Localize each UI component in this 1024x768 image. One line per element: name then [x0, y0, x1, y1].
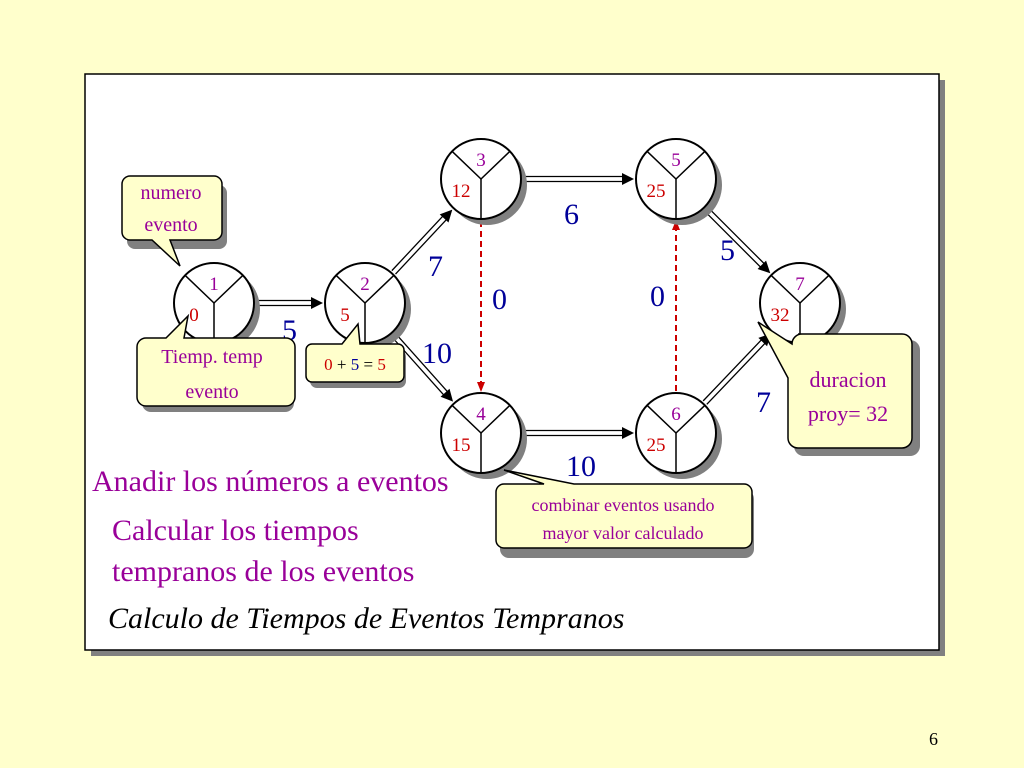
duration-4-6: 10 [566, 450, 596, 483]
arrow-1-2 [256, 297, 323, 309]
callout-numero-evento: numero evento [121, 175, 227, 267]
bullet-calcular-line1: Calcular los tiempos [112, 514, 359, 547]
calc-expression: 0 + 5 = 5 [324, 355, 386, 374]
event-number-2: 2 [360, 274, 370, 295]
calc-c: 5 [377, 355, 386, 374]
callout-duracion-line1: duracion [810, 367, 887, 392]
duration-dummy-6-5: 0 [650, 280, 665, 313]
arrow-2-3 [391, 209, 453, 275]
callout-combinar-line1: combinar eventos usando [532, 495, 715, 515]
arrow-3-5 [523, 173, 634, 185]
calc-b: 5 [351, 355, 360, 374]
callout-duracion-line2: proy= 32 [808, 401, 888, 426]
event-number-4: 4 [476, 404, 486, 425]
event-time-2: 5 [340, 305, 350, 326]
bullet-calcular-line2: tempranos de los eventos [112, 555, 415, 588]
event-number-7: 7 [795, 274, 805, 295]
event-node-6: 625 [635, 392, 722, 479]
duration-dummy-3-4: 0 [492, 283, 507, 316]
event-node-2: 25 [324, 262, 411, 349]
event-number-1: 1 [209, 274, 219, 295]
duration-5-7: 5 [720, 234, 735, 267]
calc-plus: + [337, 355, 347, 374]
event-time-1: 0 [189, 305, 199, 326]
duration-labels: 5 7 10 6 10 5 7 0 0 [282, 198, 771, 483]
event-time-6: 25 [647, 435, 666, 456]
arrow-4-6 [523, 427, 634, 439]
event-node-4: 415 [440, 392, 527, 479]
duration-6-7: 7 [756, 386, 771, 419]
slide-title: Calculo de Tiempos de Eventos Tempranos [108, 602, 625, 635]
bullet-anadir-numeros: Anadir los números a eventos [92, 465, 449, 498]
calc-eq: = [364, 355, 374, 374]
callout-numero-line1: numero [140, 182, 201, 204]
duration-3-5: 6 [564, 198, 579, 231]
callout-combinar: combinar eventos usando mayor valor calc… [495, 469, 754, 558]
event-time-3: 12 [452, 181, 471, 202]
callout-tiempo-evento: Tiemp. temp evento [136, 313, 296, 412]
event-time-7: 32 [771, 305, 790, 326]
page-number: 6 [929, 729, 938, 749]
callout-calc: 0 + 5 = 5 [305, 322, 406, 388]
event-time-5: 25 [647, 181, 666, 202]
callout-duracion: duracion proy= 32 [757, 321, 920, 456]
arrow-5-7 [703, 206, 771, 274]
callout-combinar-line2: mayor valor calculado [543, 523, 704, 543]
callout-tiempo-line1: Tiemp. temp [161, 346, 263, 368]
event-number-6: 6 [671, 404, 681, 425]
event-node-5: 525 [635, 138, 722, 225]
event-number-5: 5 [671, 150, 681, 171]
event-node-7: 732 [759, 262, 846, 349]
calc-a: 0 [324, 355, 333, 374]
duration-2-4: 10 [422, 337, 452, 370]
callout-numero-line2: evento [144, 214, 197, 236]
event-number-3: 3 [476, 150, 486, 171]
callout-tiempo-line2: evento [185, 381, 238, 403]
event-node-3: 312 [440, 138, 527, 225]
event-time-4: 15 [452, 435, 471, 456]
event-node-1: 10 [173, 262, 260, 349]
duration-2-3: 7 [428, 250, 443, 283]
